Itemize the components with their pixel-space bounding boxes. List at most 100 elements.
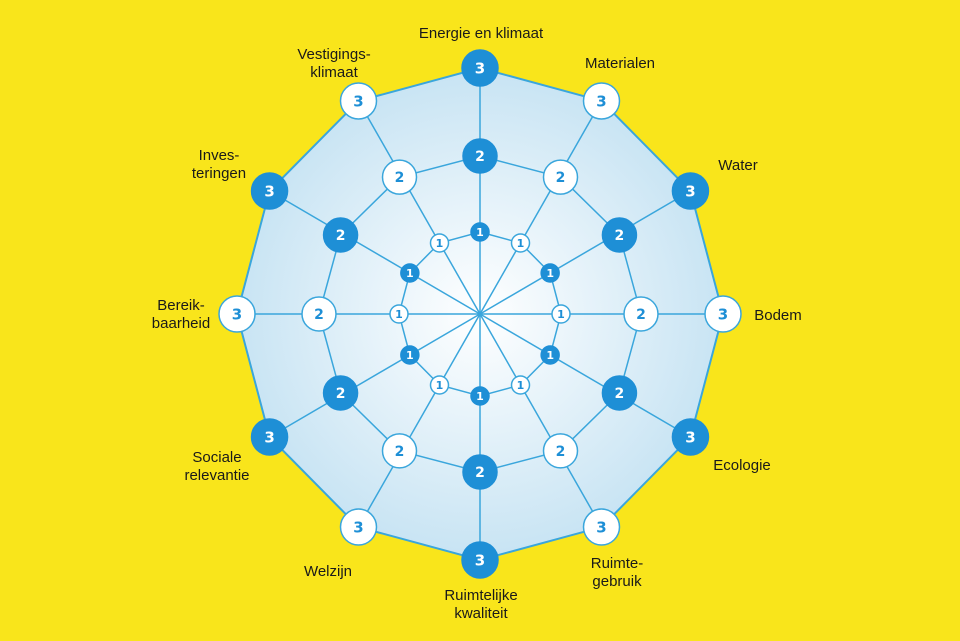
score-circle <box>381 159 418 195</box>
axis-label-bereikbaarheid: Bereik-baarheid <box>152 297 210 332</box>
score-value: 3 <box>685 428 695 446</box>
score-circle <box>510 375 531 395</box>
score-value: 3 <box>596 518 606 536</box>
score-value: 3 <box>596 92 606 110</box>
score-circle <box>540 345 560 365</box>
score-value: 2 <box>556 444 566 460</box>
spoke-welzijn <box>357 313 481 528</box>
axis-label-line: Welzijn <box>304 563 352 580</box>
score-node-bodem-level-2: 2 <box>623 296 659 332</box>
score-circle <box>582 82 621 120</box>
score-node-energie-level-1: 1 <box>470 222 490 242</box>
axis-label-line: teringen <box>192 165 246 182</box>
score-node-water-level-2: 2 <box>601 217 638 253</box>
score-circle <box>470 222 490 242</box>
score-circle <box>462 138 498 174</box>
axis-label-line: Water <box>718 157 757 174</box>
axis-label-line: Bodem <box>754 307 802 324</box>
score-node-water-level-1: 1 <box>540 263 560 283</box>
axis-label-line: Energie en klimaat <box>419 25 544 42</box>
spoke-sociale-relevantie <box>269 313 481 438</box>
axis-label-line: Ruimte- <box>591 555 644 572</box>
score-node-bodem-level-3: 3 <box>704 295 742 333</box>
axis-label-vestigingsklimaat: Vestigings-klimaat <box>297 46 370 81</box>
score-circle <box>400 263 420 283</box>
axis-label-line: kwaliteit <box>454 605 508 622</box>
score-node-ecologie-level-3: 3 <box>671 418 710 456</box>
score-value: 1 <box>406 349 414 362</box>
score-node-bereikbaarheid-level-3: 3 <box>218 295 256 333</box>
axis-label-line: Inves- <box>199 147 240 164</box>
score-circle <box>400 345 420 365</box>
score-circle <box>582 508 621 546</box>
score-node-vestigingsklimaat-level-3: 3 <box>339 82 378 120</box>
axis-label-line: klimaat <box>310 64 358 81</box>
score-node-welzijn-level-1: 1 <box>429 375 450 395</box>
score-circle <box>510 233 531 253</box>
score-value: 3 <box>475 551 485 569</box>
axis-label-line: Ecologie <box>713 457 771 474</box>
score-circle <box>429 375 450 395</box>
axis-label-line: Ruimtelijke <box>444 587 517 604</box>
axis-label-energie: Energie en klimaat <box>419 25 544 42</box>
score-value: 2 <box>314 307 324 323</box>
score-circle <box>601 217 638 253</box>
score-circle <box>389 304 409 324</box>
spoke-vestigingsklimaat <box>357 100 481 315</box>
score-value: 2 <box>475 465 485 481</box>
score-node-vestigingsklimaat-level-1: 1 <box>429 233 450 253</box>
score-value: 3 <box>264 182 274 200</box>
score-circle <box>322 375 359 411</box>
score-circle <box>551 304 571 324</box>
score-circle <box>704 295 742 333</box>
score-circle <box>218 295 256 333</box>
score-circle <box>542 159 579 195</box>
score-node-ruimtelijke-kwaliteit-level-1: 1 <box>470 386 490 406</box>
score-value: 1 <box>546 349 554 362</box>
score-value: 3 <box>718 305 728 323</box>
axis-label-water: Water <box>718 157 757 174</box>
axis-label-investeringen: Inves-teringen <box>192 147 246 182</box>
score-value: 3 <box>353 92 363 110</box>
score-circle <box>461 541 499 579</box>
score-value: 1 <box>476 226 484 239</box>
score-value: 3 <box>264 428 274 446</box>
score-circle <box>339 508 378 546</box>
score-value: 1 <box>436 379 444 392</box>
axis-labels-layer: Energie en klimaatMaterialenWaterBodemEc… <box>152 25 802 622</box>
score-node-ecologie-level-1: 1 <box>540 345 560 365</box>
score-node-ruimtegebruik-level-2: 2 <box>542 433 579 469</box>
axis-label-bodem: Bodem <box>754 307 802 324</box>
score-node-bodem-level-1: 1 <box>551 304 571 324</box>
score-circle <box>250 418 289 456</box>
axis-label-ruimtegebruik: Ruimte-gebruik <box>591 555 644 590</box>
score-node-energie-level-2: 2 <box>462 138 498 174</box>
score-circle <box>301 296 337 332</box>
score-circle <box>322 217 359 253</box>
score-value: 2 <box>395 444 405 460</box>
score-value: 2 <box>475 149 485 165</box>
axis-label-materialen: Materialen <box>585 55 655 72</box>
score-circle <box>671 418 710 456</box>
score-node-welzijn-level-2: 2 <box>381 433 418 469</box>
score-value: 2 <box>615 386 625 402</box>
score-node-ruimtegebruik-level-3: 3 <box>582 508 621 546</box>
score-value: 2 <box>556 170 566 186</box>
score-value: 1 <box>517 237 525 250</box>
score-value: 1 <box>557 308 565 321</box>
spoke-ruimtegebruik <box>479 313 603 528</box>
score-node-energie-level-3: 3 <box>461 49 499 87</box>
score-node-bereikbaarheid-level-2: 2 <box>301 296 337 332</box>
score-value: 3 <box>232 305 242 323</box>
score-value: 1 <box>395 308 403 321</box>
axis-label-line: Materialen <box>585 55 655 72</box>
axis-label-line: gebruik <box>592 573 642 590</box>
axis-label-line: Vestigings- <box>297 46 370 63</box>
score-circle <box>601 375 638 411</box>
axis-label-line: relevantie <box>184 467 249 484</box>
